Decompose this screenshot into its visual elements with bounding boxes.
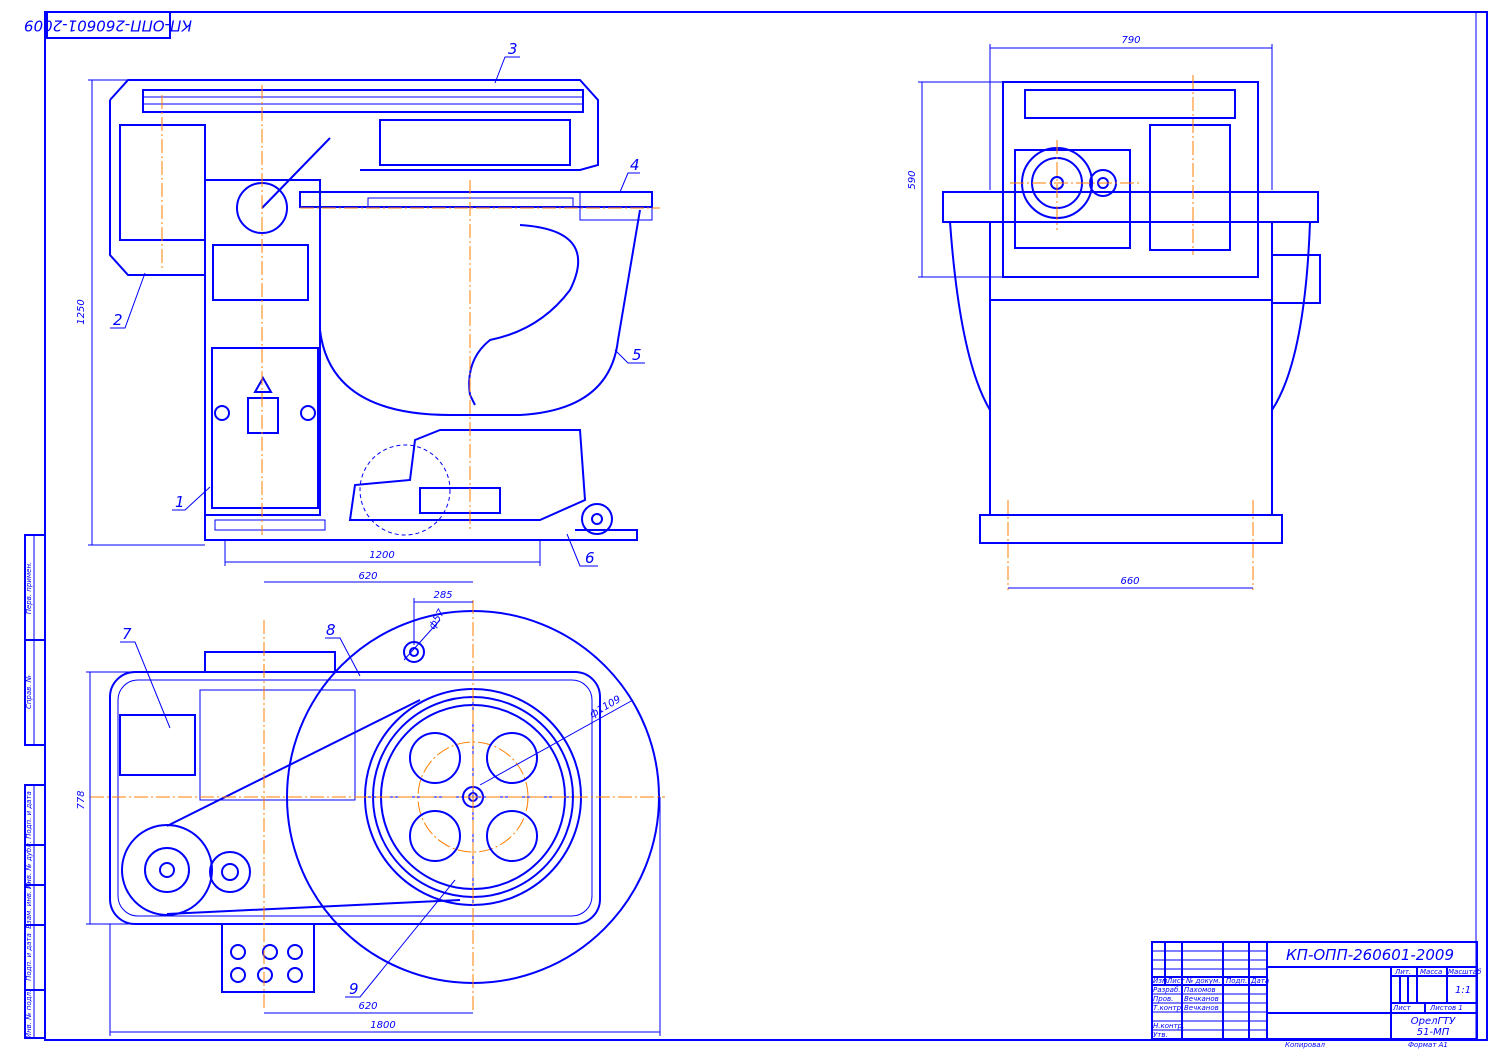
tb-header: Дата xyxy=(1250,977,1269,985)
dim-side-height: 590 xyxy=(907,170,918,189)
dim-side-base: 660 xyxy=(1120,576,1139,587)
tb-copied: Копировал xyxy=(1285,1041,1326,1049)
right-margin xyxy=(1475,11,1488,1041)
top-stamp-box xyxy=(46,11,171,39)
tb-org-code: 51-МП xyxy=(1417,1027,1450,1038)
tb-org: ОрелГТУ xyxy=(1411,1016,1456,1027)
tb-scale-label: Масштаб xyxy=(1448,968,1482,976)
designation: КП-ОПП-260601-2009 xyxy=(1286,946,1454,964)
dim-front-height: 1250 xyxy=(76,299,87,324)
tb-header: Лист xyxy=(1166,977,1186,985)
tb-role: Разраб. xyxy=(1153,986,1181,994)
dim-plan-pulley: ф1109 xyxy=(588,694,623,721)
tb-sheets: Листов 1 xyxy=(1429,1004,1463,1012)
title-block: КП-ОПП-260601-2009 Изм. Лист № докум. По… xyxy=(1151,941,1482,1049)
callout-2: 2 xyxy=(113,311,123,329)
tb-lit: Лит. xyxy=(1394,968,1411,976)
callout-5: 5 xyxy=(632,346,642,364)
tb-name: Пахомов xyxy=(1184,986,1216,994)
dim-plan-hole: ф57 xyxy=(427,607,447,631)
callout-1: 1 xyxy=(175,493,185,511)
tb-header: № докум. xyxy=(1185,977,1221,985)
tb-name: Вечканов xyxy=(1184,995,1219,1003)
top-stamp-text: КП-ОПП-260601-2009 xyxy=(24,17,192,35)
tb-role: Утв. xyxy=(1153,1031,1168,1039)
tb-header: Подп. xyxy=(1226,977,1247,985)
tb-format: Формат А1 xyxy=(1408,1041,1448,1049)
dim-plan-bottom: 620 xyxy=(358,1001,377,1012)
callout-4: 4 xyxy=(630,156,640,174)
tb-name: Вечканов xyxy=(1184,1004,1219,1012)
tb-header: Изм. xyxy=(1153,977,1169,985)
callout-8: 8 xyxy=(326,621,336,639)
plan-view: 620 285 ф57 ф1109 778 620 1800 xyxy=(76,571,665,1036)
dim-plan-top: 620 xyxy=(358,571,377,582)
side-view: 790 590 660 xyxy=(907,35,1321,590)
strip-label: Перв. примен. xyxy=(25,562,33,615)
side-strip: Перв. примен. Справ. № Подп. и дата Инв.… xyxy=(24,534,46,1039)
strip-label: Справ. № xyxy=(25,675,33,709)
tb-scale: 1:1 xyxy=(1455,985,1471,996)
dim-side-width: 790 xyxy=(1121,35,1140,46)
callout-9: 9 xyxy=(349,980,359,998)
strip-label: Инв. № подл. xyxy=(25,990,33,1038)
tb-role: Пров. xyxy=(1153,995,1173,1003)
dim-front-base: 1200 xyxy=(369,550,394,561)
tb-role: Н.контр. xyxy=(1153,1022,1184,1030)
outer-frame xyxy=(44,11,1488,1041)
dim-plan-depth: 778 xyxy=(76,790,87,809)
callouts: 1 2 3 4 5 6 7 8 9 xyxy=(110,40,645,998)
dim-plan-offset: 285 xyxy=(433,590,452,601)
tb-sheet: Лист xyxy=(1392,1004,1412,1012)
tb-role: Т.контр. xyxy=(1153,1004,1183,1012)
dim-plan-total: 1800 xyxy=(370,1020,395,1031)
strip-label: Взам. инв. № xyxy=(25,881,33,929)
tb-mass: Масса xyxy=(1420,968,1442,976)
callout-6: 6 xyxy=(585,549,595,567)
strip-label: Инв. № дубл. xyxy=(25,841,33,889)
strip-label: Подп. и дата xyxy=(25,933,33,981)
front-view: 1250 1200 xyxy=(76,79,660,566)
callout-3: 3 xyxy=(508,40,518,58)
callout-7: 7 xyxy=(122,625,132,643)
strip-label: Подп. и дата xyxy=(25,791,33,839)
